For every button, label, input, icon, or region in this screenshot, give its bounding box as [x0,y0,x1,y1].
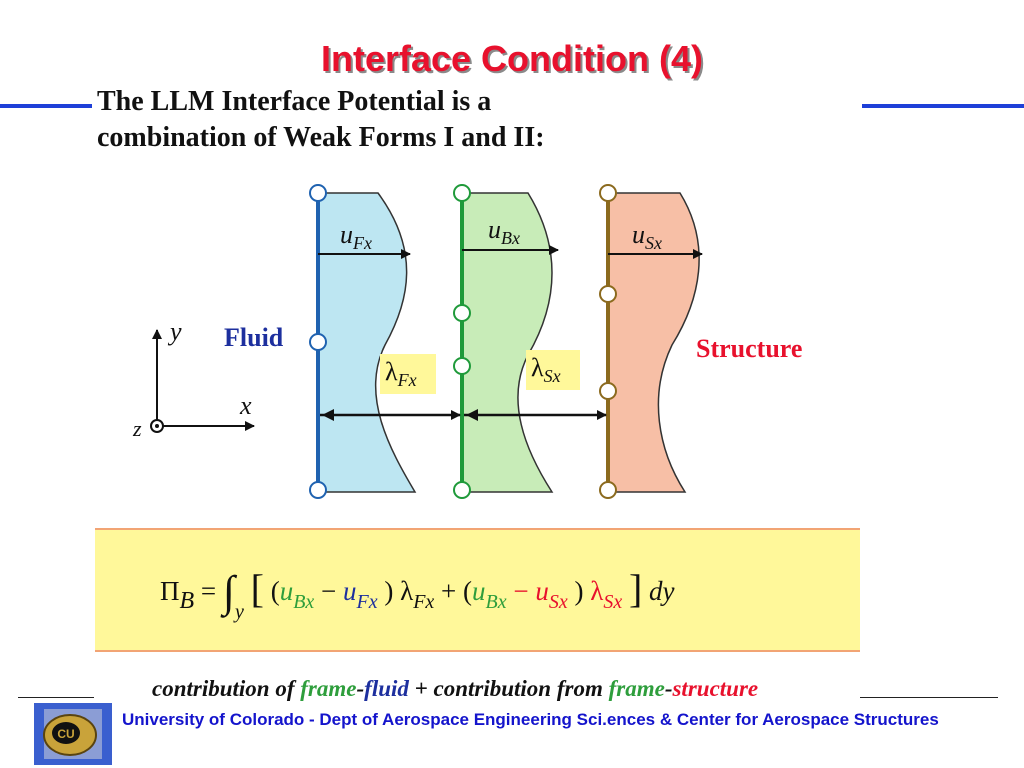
university-logo: CU [34,703,112,765]
interface-potential-formula: ΠB = ∫y [ (uBx − uFx ) λFx + (uBx − uSx … [160,566,675,623]
intro-line-1: The LLM Interface Potential is a [97,86,492,117]
axis-x-label: x [239,391,252,420]
frame-node-3 [453,357,471,375]
frame-node-4 [453,481,471,499]
fluid-label: Fluid [224,323,284,352]
formula-caption: contribution of frame-fluid + contributi… [152,676,759,701]
structure-node-3 [599,382,617,400]
fluid-node-bottom [309,481,327,499]
slide-title: Interface Condition (4) [320,38,703,79]
title-rule-left [0,104,92,108]
u-bx-label: uBx [488,215,520,248]
intro-line-2: combination of Weak Forms I and II: [97,122,545,153]
svg-text:CU: CU [57,727,74,741]
u-sx-label: uSx [632,220,662,253]
fluid-node-top [309,184,327,202]
interface-diagram: uFx uBx uSx λFx λSx Fluid Structure y x … [132,184,802,499]
structure-node-4 [599,481,617,499]
fluid-node-mid [309,333,327,351]
formula-box [95,528,860,652]
u-fx-label: uFx [340,220,372,253]
footer-rule-right [860,697,998,698]
fluid-region [317,192,417,493]
structure-node-1 [599,184,617,202]
frame-node-1 [453,184,471,202]
structure-label: Structure [696,334,802,363]
lambda-sx-label: λSx [531,353,561,386]
footer-institution: University of Colorado - Dept of Aerospa… [122,710,939,729]
axis-z-label: z [132,416,142,441]
lambda-sx-highlight [526,350,580,390]
intro-text: The LLM Interface Potential is a combina… [97,84,545,156]
frame-node-2 [453,304,471,322]
lambda-fx-label: λFx [385,357,417,390]
structure-node-2 [599,285,617,303]
axis-y-label: y [167,317,182,346]
title-rule-right [862,104,1024,108]
footer-rule-left [18,697,94,698]
structure-region [607,192,700,493]
lambda-fx-highlight [380,354,436,394]
